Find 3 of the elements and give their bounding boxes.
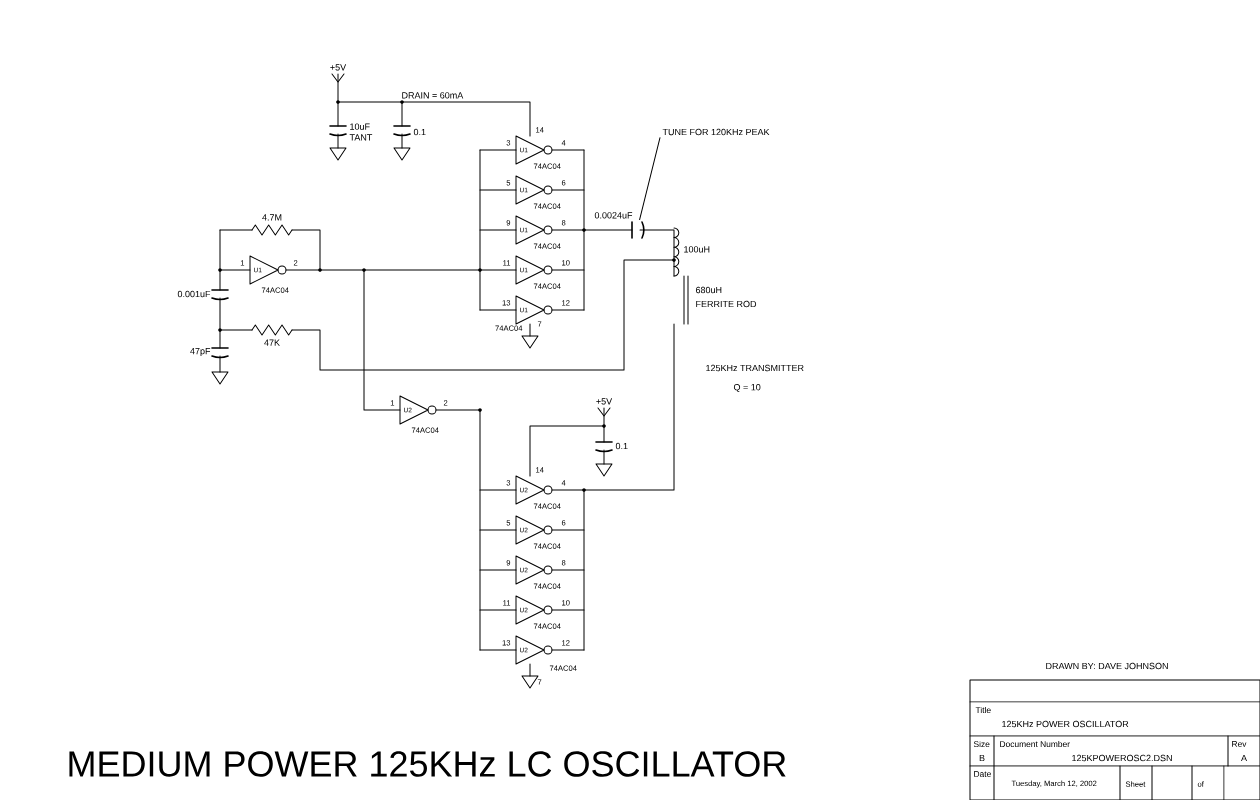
diagram-title: MEDIUM POWER 125KHz LC OSCILLATOR [69, 751, 786, 777]
capacitor [631, 221, 645, 239]
leader-line [639, 137, 661, 220]
